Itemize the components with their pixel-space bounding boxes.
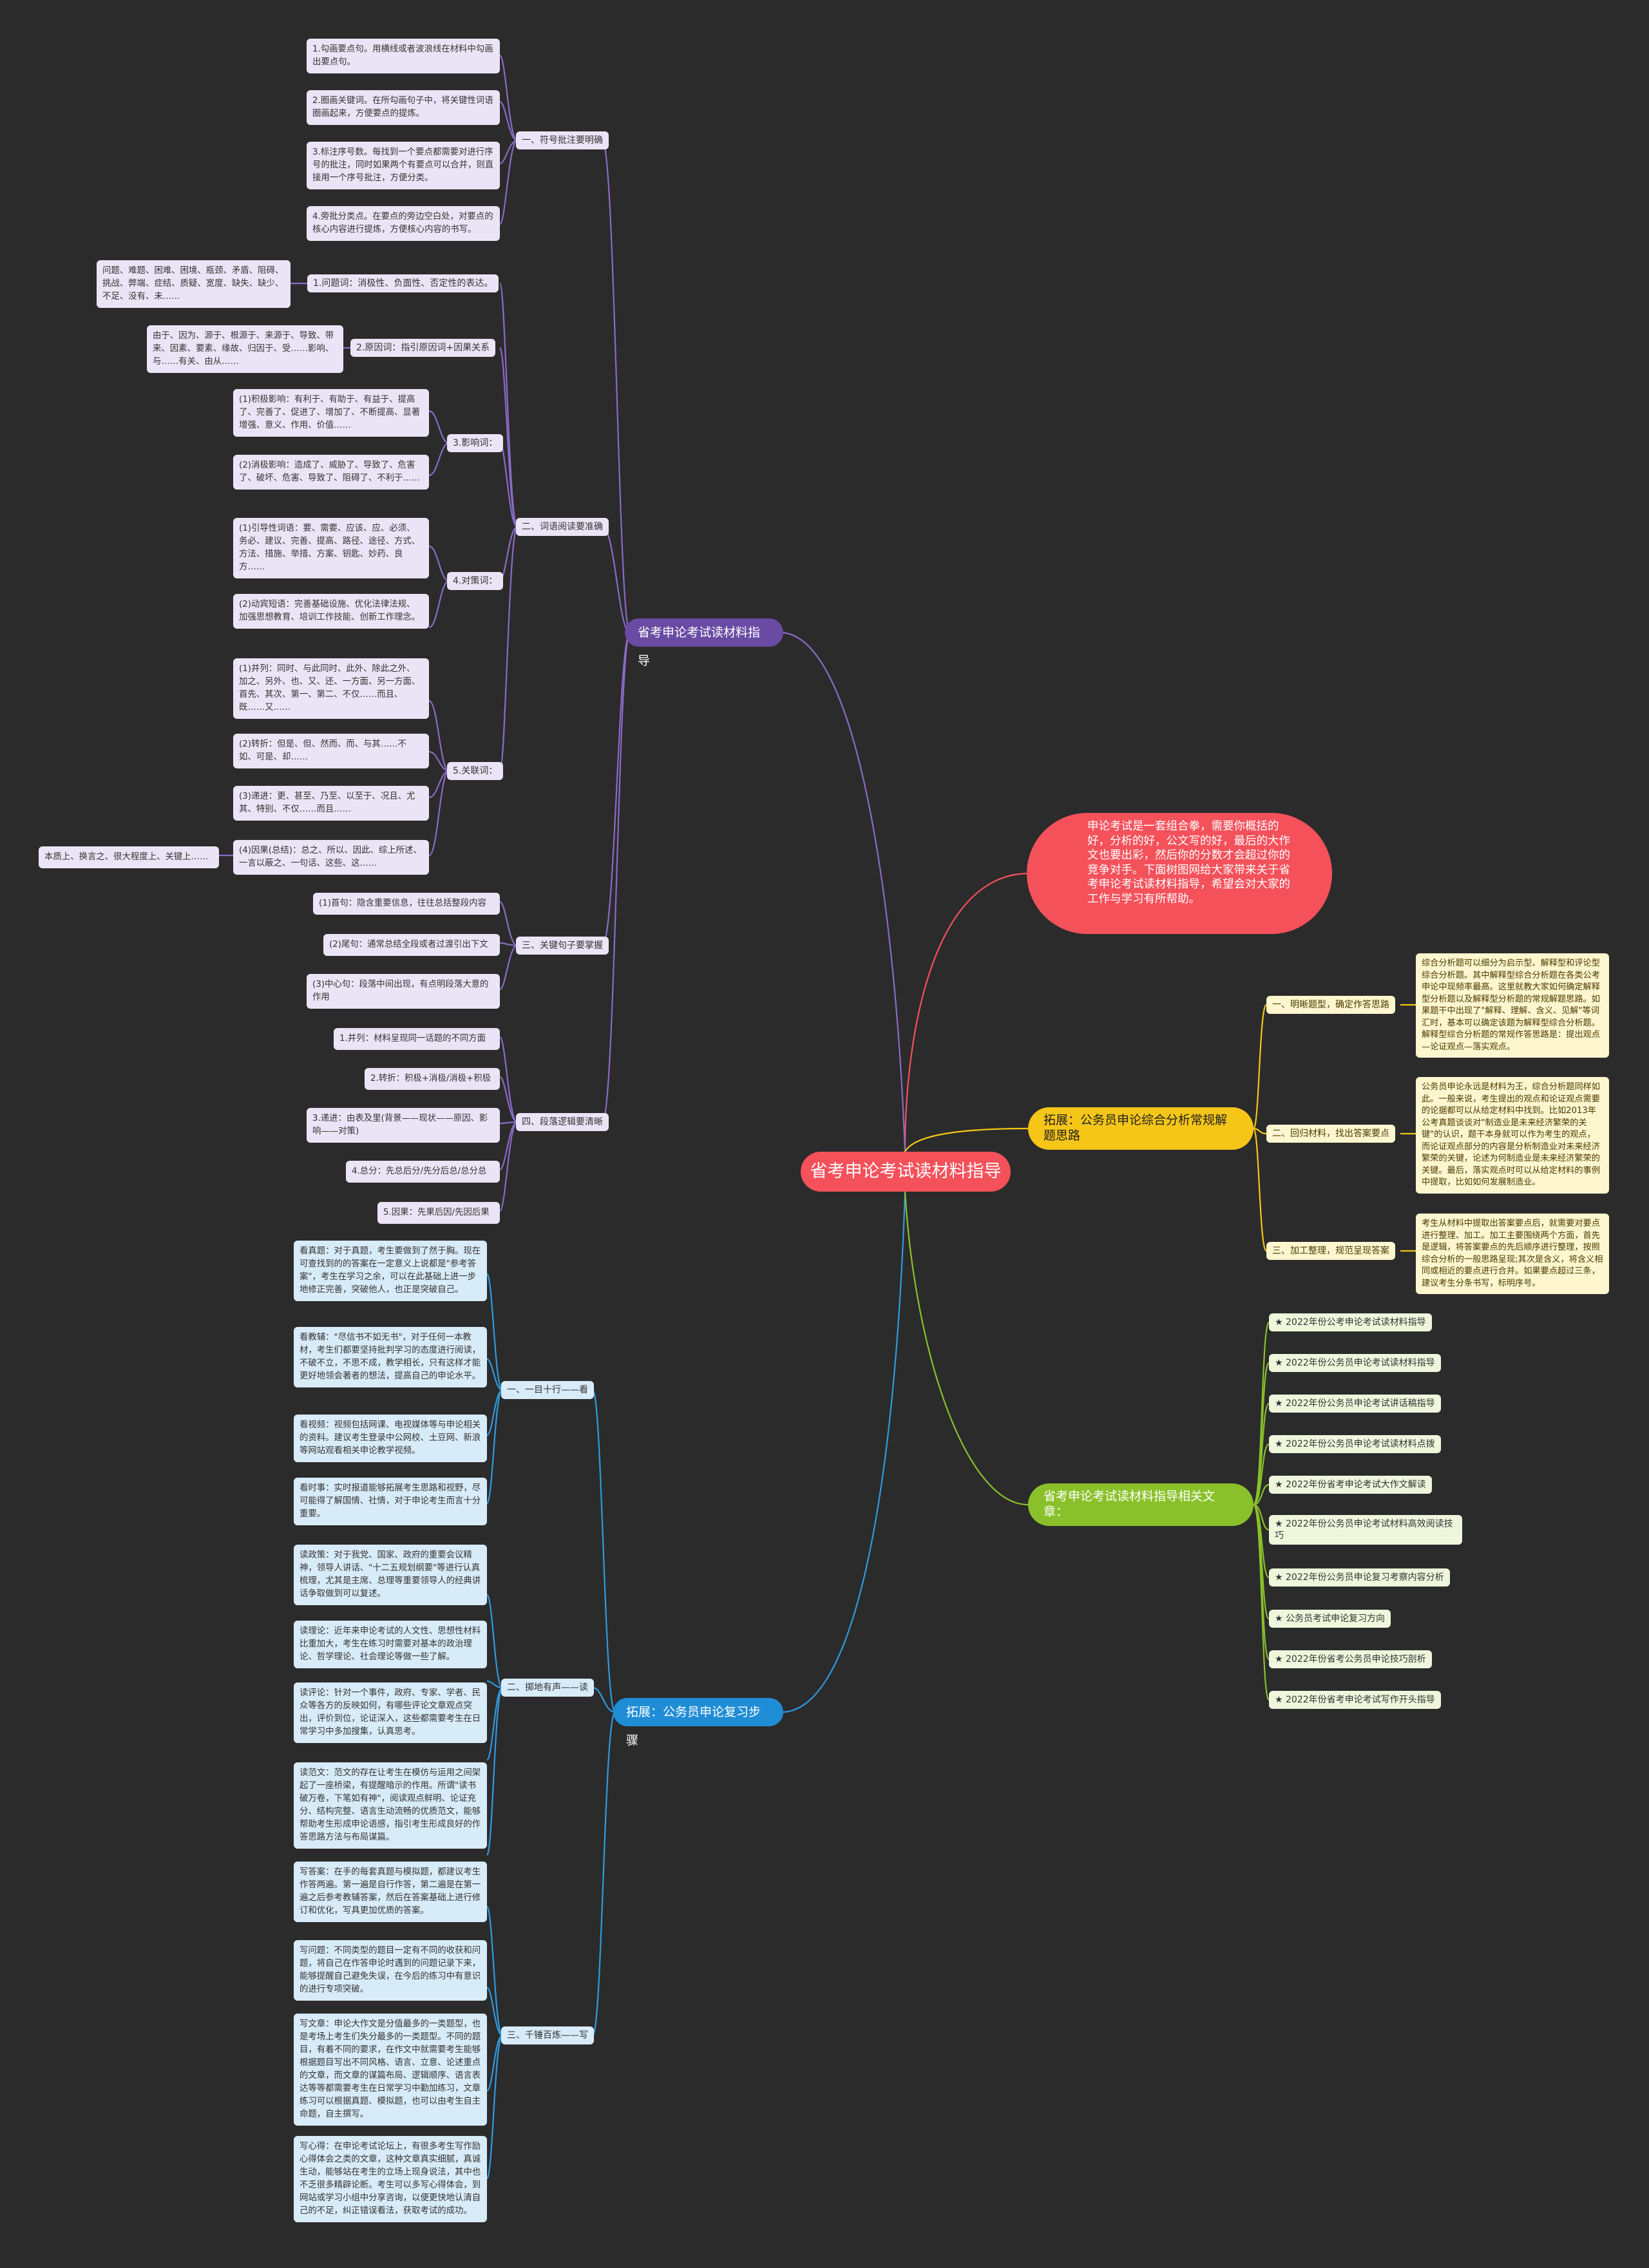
word-measure[interactable]: 4.对策词： — [447, 572, 504, 590]
review-write-2: 写问题：不同类型的题目一定有不同的收获和问题，将自己在作答申论时遇到的问题记录下… — [294, 1940, 487, 2001]
review-write[interactable]: 三、千锤百炼——写 — [501, 2026, 594, 2044]
word-effect-1: (1)积极影响：有利于、有助于、有益于、提高了、完善了、促进了、增加了、不断提高… — [233, 389, 429, 437]
review-read-4: 读范文：范文的存在让考生在模仿与运用之间架起了一座桥梁，有提醒暗示的作用。所谓"… — [294, 1762, 487, 1849]
related-link-8[interactable]: ★ 公务员考试申论复习方向 — [1269, 1610, 1391, 1628]
logic-4: 4.总分：先总后分/先分后总/总分总 — [346, 1161, 500, 1183]
analysis-step-3[interactable]: 三、加工整理，规范呈现答案 — [1266, 1242, 1395, 1260]
related-link-1[interactable]: ★ 2022年份公考申论考试读材料指导 — [1269, 1313, 1432, 1331]
word-connective-3: (3)递进：更、甚至、乃至、以至于、况且、尤其、特别、不仅……而且…… — [233, 786, 429, 821]
logic-5: 5.因果：先果后因/先因后果 — [377, 1202, 500, 1224]
word-measure-2: (2)动宾短语：完善基础设施、优化法律法规、加强思想教育、培训工作技能、创新工作… — [233, 594, 429, 629]
analysis-step-2[interactable]: 二、回归材料，找出答案要点 — [1266, 1125, 1395, 1143]
leaf-symbols-2: 2.圈画关键词。在所勾画句子中，将关键性词语圈画起来，方便要点的提炼。 — [307, 90, 500, 125]
branch-analysis[interactable]: 拓展：公务员申论综合分析常规解题思路 — [1028, 1107, 1253, 1150]
review-write-1: 写答案：在手的每套真题与模拟题，都建议考生作答两遍。第一遍是自行作答，第二遍是在… — [294, 1862, 487, 1922]
word-problem-note: 问题、难题、困难、困境、瓶颈、矛盾、阻碍、挑战、弊端、症结、质疑、宽度、缺失、缺… — [97, 260, 291, 308]
section-symbols[interactable]: 一、符号批注要明确 — [516, 131, 609, 149]
review-look-4: 看时事：实时报道能够拓展考生思路和视野，尽可能得了解国情、社情，对于申论考生而言… — [294, 1478, 487, 1525]
section-words[interactable]: 二、词语阅读要准确 — [516, 518, 609, 536]
leaf-symbols-1: 1.勾画要点句。用横线或者波浪线在材料中勾画出要点句。 — [307, 39, 500, 73]
branch-review[interactable]: 拓展：公务员申论复习步骤 — [613, 1698, 783, 1748]
word-connective-2: (2)转折：但是、但、然而、而、与其……不如、可是、却…… — [233, 734, 429, 768]
leaf-symbols-4: 4.旁批分类点。在要点的旁边空白处，对要点的核心内容进行提炼，方便核心内容的书写… — [307, 206, 500, 241]
analysis-step-3-text: 考生从材料中提取出答案要点后，就需要对要点进行整理、加工。加工主要围绕两个方面，… — [1416, 1214, 1609, 1294]
review-look-3: 看视频：视频包括网课、电视媒体等与申论相关的资料。建议考生登录中公网校、土豆网、… — [294, 1415, 487, 1462]
related-link-5[interactable]: ★ 2022年份省考申论考试大作文解读 — [1269, 1476, 1432, 1494]
review-read-1: 读政策：对于我党、国家、政府的重要会议精神，领导人讲话、"十二五规划纲要"等进行… — [294, 1545, 487, 1605]
review-look[interactable]: 一、一目十行——看 — [501, 1381, 594, 1399]
key-sentence-2: (2)尾句：通常总结全段或者过渡引出下文 — [323, 934, 500, 956]
related-link-10[interactable]: ★ 2022年份省考申论考试写作开头指导 — [1269, 1691, 1441, 1709]
branch-guide[interactable]: 省考申论考试读材料指导 — [625, 618, 783, 668]
word-cause-note: 由于、因为、源于、根源于、来源于、导致、带来、因素、要素、缘故、归因于、受……影… — [147, 325, 343, 373]
logic-2: 2.转折：积极+消极/消极+积极 — [365, 1068, 500, 1090]
word-connective-note: 本质上、换言之、很大程度上、关键上…… — [39, 846, 219, 868]
review-read-2: 读理论：近年来申论考试的人文性、思想性材料比重加大，考生在练习时需要对基本的政治… — [294, 1621, 487, 1668]
leaf-symbols-3: 3.标注序号数。每找到一个要点都需要对进行序号的批注，同时如果两个有要点可以合并… — [307, 142, 500, 189]
word-cause[interactable]: 2.原因词：指引原因词+因果关系 — [350, 339, 496, 357]
word-connective-1: (1)并列：同时、与此同时、此外、除此之外、加之、另外、也、又、还、一方面、另一… — [233, 658, 429, 719]
analysis-step-1-text: 综合分析题可以细分为启示型、解释型和评论型综合分析题。其中解释型综合分析题在各类… — [1416, 953, 1609, 1058]
branch-related[interactable]: 省考申论考试读材料指导相关文章： — [1028, 1483, 1253, 1526]
logic-1: 1.并列：材料呈现同一话题的不同方面 — [334, 1028, 500, 1050]
root-topic[interactable]: 省考申论考试读材料指导 — [801, 1152, 1011, 1192]
word-connective[interactable]: 5.关联词： — [447, 762, 504, 780]
analysis-step-1[interactable]: 一、明晰题型，确定作答思路 — [1266, 996, 1395, 1014]
related-link-9[interactable]: ★ 2022年份省考公务员申论技巧剖析 — [1269, 1650, 1432, 1668]
related-link-3[interactable]: ★ 2022年份公务员申论考试讲话稿指导 — [1269, 1395, 1441, 1413]
related-link-2[interactable]: ★ 2022年份公务员申论考试读材料指导 — [1269, 1354, 1441, 1372]
related-link-7[interactable]: ★ 2022年份公务员申论复习考察内容分析 — [1269, 1568, 1450, 1587]
logic-3: 3.递进：由表及里(背景——现状——原因、影响——对策) — [307, 1108, 500, 1143]
review-read[interactable]: 二、掷地有声——读 — [501, 1679, 594, 1697]
review-write-3: 写文章：申论大作文是分值最多的一类题型，也是考场上考生们失分最多的一类题型。不同… — [294, 2014, 487, 2126]
review-look-1: 看真题：对于真题，考生要做到了然于胸。现在可查找到的的答案在一定意义上说都是"参… — [294, 1241, 487, 1301]
key-sentence-1: (1)首句：隐含重要信息，往往总括整段内容 — [313, 893, 500, 915]
related-link-6[interactable]: ★ 2022年份公务员申论考试材料高效阅读技巧 — [1269, 1515, 1462, 1545]
word-effect-2: (2)消极影响：造成了、威胁了、导致了、危害了、破坏、危害、导致了、阻碍了、不利… — [233, 455, 429, 490]
section-logic[interactable]: 四、段落逻辑要清晰 — [516, 1113, 609, 1131]
key-sentence-3: (3)中心句：段落中间出现，有点明段落大意的作用 — [307, 974, 500, 1009]
word-connective-4: (4)因果(总结)：总之、所以、因此、综上所述、一言以蔽之、一句话、这些、这…… — [233, 840, 429, 875]
related-link-4[interactable]: ★ 2022年份公务员申论考试读材料点拨 — [1269, 1435, 1441, 1453]
analysis-step-2-text: 公务员申论永远是材料为王，综合分析题同样如此。一般来说，考生提出的观点和论证观点… — [1416, 1077, 1609, 1194]
review-look-2: 看教辅："尽信书不如无书"，对于任何一本教材，考生们都要坚持批判学习的态度进行阅… — [294, 1327, 487, 1387]
word-effect[interactable]: 3.影响词： — [447, 434, 504, 452]
word-problem[interactable]: 1.问题词：消极性、负面性、否定性的表达。 — [307, 274, 499, 292]
section-key-sentences[interactable]: 三、关键句子要掌握 — [516, 937, 609, 955]
review-read-3: 读评论：针对一个事件，政府、专家、学者、民众等各方的反映如何，有哪些评论文章观点… — [294, 1682, 487, 1743]
intro-summary: 申论考试是一套组合拳，需要你概括的好，分析的好，公文写的好，最后的大作文也要出彩… — [1027, 813, 1332, 934]
review-write-4: 写心得：在申论考试论坛上，有很多考生写作励心得体会之类的文章，这种文章真实细腻，… — [294, 2136, 487, 2222]
word-measure-1: (1)引导性词语：要、需要、应该、应、必须、务必、建议、完善、提高、路径、途径、… — [233, 518, 429, 578]
